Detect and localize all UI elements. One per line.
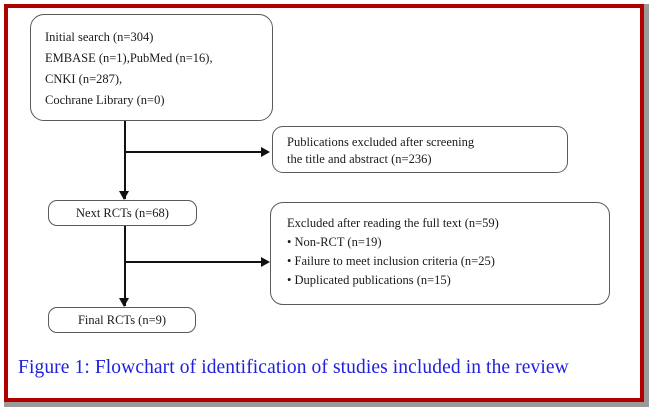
flow-node-excluded-after-screening: Publications excluded after screening th… — [272, 126, 568, 173]
flow-node-excluded-after-full-text: Excluded after reading the full text (n=… — [270, 202, 610, 305]
frame-shadow-right — [644, 4, 649, 407]
arrowhead-right-to-excluded-fulltext — [261, 257, 270, 267]
connector-next-rcts-to-excluded-fulltext — [124, 261, 262, 263]
connector-next-rcts-to-final-rcts — [124, 226, 126, 306]
figure-caption: Figure 1: Flowchart of identification of… — [18, 357, 569, 378]
connector-initial-search-to-excluded-screening — [124, 151, 262, 153]
connector-initial-search-to-next-rcts — [124, 121, 126, 199]
frame-shadow-bottom — [4, 402, 649, 407]
flow-node-next-rcts: Next RCTs (n=68) — [48, 200, 197, 226]
flow-node-initial-search: Initial search (n=304) EMBASE (n=1),PubM… — [30, 14, 273, 121]
arrowhead-right-to-excluded-screening — [261, 147, 270, 157]
arrowhead-down-to-next-rcts — [119, 191, 129, 200]
arrowhead-down-to-final-rcts — [119, 298, 129, 307]
flow-node-final-rcts: Final RCTs (n=9) — [48, 307, 196, 333]
